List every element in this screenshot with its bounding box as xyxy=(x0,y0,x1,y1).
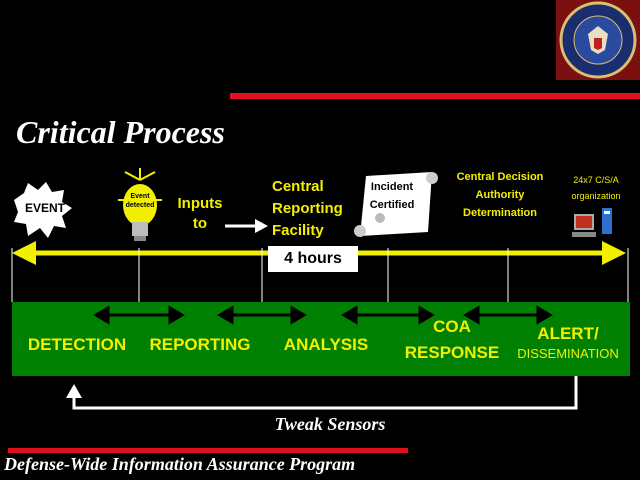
certificate-scroll-icon xyxy=(354,172,438,237)
stage-dissemination: DISSEMINATION xyxy=(517,346,619,361)
top-red-rule xyxy=(230,93,640,99)
bottom-red-rule xyxy=(8,448,408,453)
stage-reporting: REPORTING xyxy=(149,335,251,354)
stage-coa: COA xyxy=(433,317,471,336)
inputs-label: Inputs to xyxy=(177,195,223,232)
tweak-loop-arrow xyxy=(72,376,578,410)
incident-label: Incident Certified xyxy=(369,181,415,211)
computer-icon xyxy=(572,208,612,237)
footer-program-name: Defense-Wide Information Assurance Progr… xyxy=(4,454,356,474)
stage-alert: ALERT/ xyxy=(537,324,599,343)
lightbulb-icon xyxy=(118,168,162,241)
cdad-label: Central Decision Authority Determination xyxy=(456,171,544,219)
central-reporting-label: Central Reporting Facility xyxy=(272,178,343,239)
event-burst-icon xyxy=(14,182,72,238)
tweak-sensors-label: Tweak Sensors xyxy=(274,414,386,434)
stage-analysis: ANALYSIS xyxy=(283,335,369,354)
dod-seal xyxy=(556,0,640,80)
inputs-arrow-icon xyxy=(225,219,268,233)
seal-icon xyxy=(559,1,637,79)
bulb-label: Event detected xyxy=(125,193,155,209)
org-label: 24x7 C/S/A organization xyxy=(571,175,621,201)
hours-box: 4 hours xyxy=(268,246,358,272)
stage-response: RESPONSE xyxy=(404,343,500,362)
event-label: EVENT xyxy=(24,201,65,215)
page-title: Critical Process xyxy=(16,114,225,150)
stage-detection: DETECTION xyxy=(27,335,127,354)
